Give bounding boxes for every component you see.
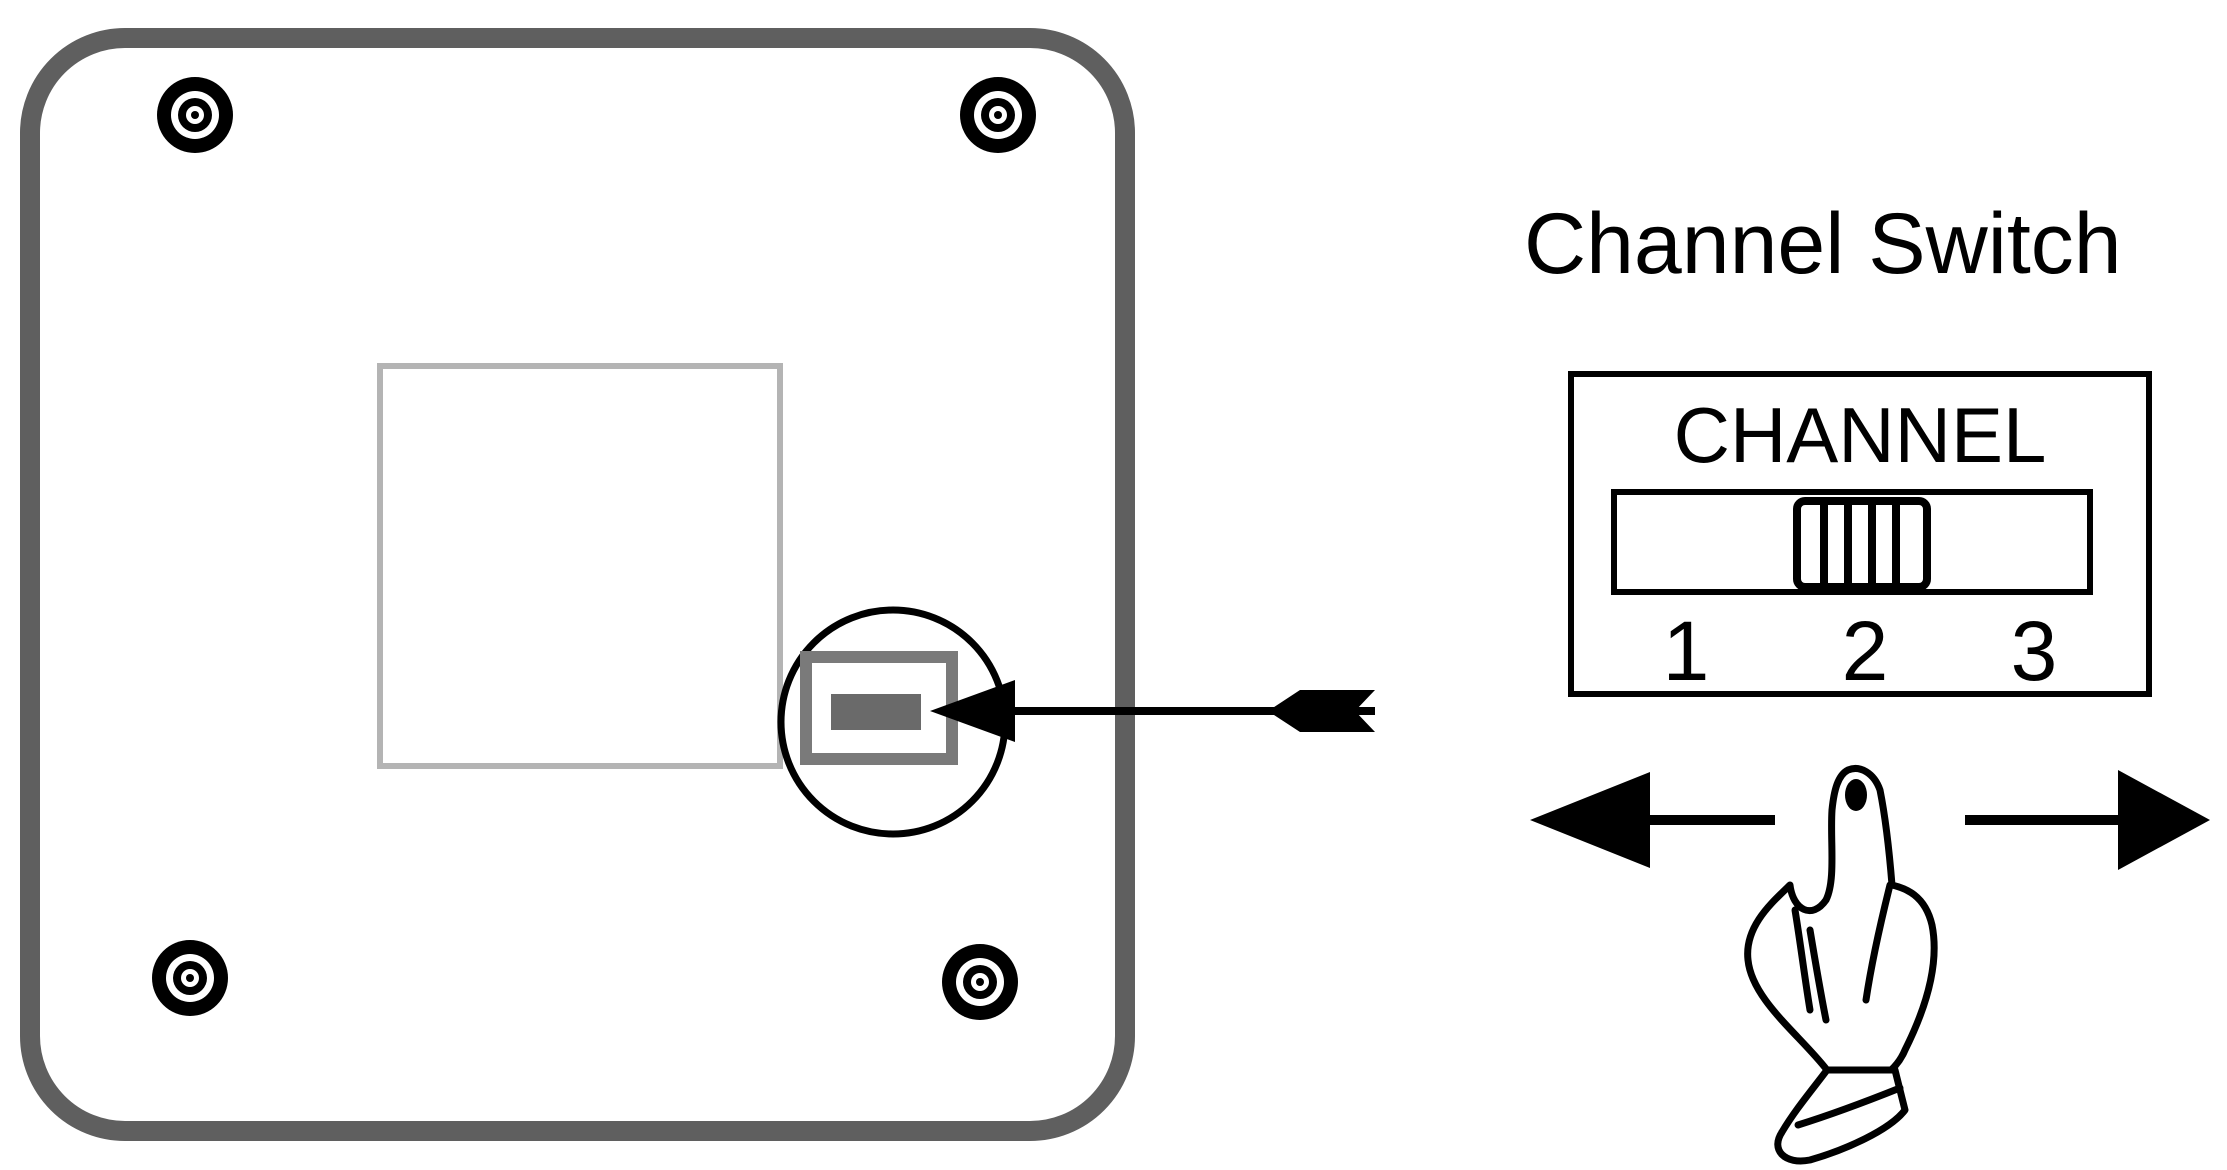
- arrow-left-icon: [930, 680, 1375, 742]
- screw-icon: [157, 77, 233, 153]
- position-label-1: 1: [1663, 604, 1710, 698]
- channel-switch-detail: Channel Switch CHANNEL 1 2 3: [1524, 196, 2210, 1165]
- inner-panel: [377, 363, 783, 769]
- arrow-left-icon: [1530, 772, 1775, 868]
- device-back-panel: [20, 28, 1375, 1141]
- pointing-hand-icon: [1744, 765, 1938, 1165]
- screw-icon: [942, 944, 1018, 1020]
- screw-icon: [960, 77, 1036, 153]
- diagram-title: Channel Switch: [1524, 196, 2122, 292]
- position-label-2: 2: [1842, 604, 1889, 698]
- switch-label: CHANNEL: [1674, 391, 2047, 479]
- arrow-right-icon: [1965, 770, 2210, 870]
- switch-slider: [1793, 497, 1931, 591]
- switch-slot: [831, 694, 921, 730]
- device-outline: [20, 28, 1135, 1141]
- position-label-3: 3: [2011, 604, 2058, 698]
- screw-icon: [152, 940, 228, 1016]
